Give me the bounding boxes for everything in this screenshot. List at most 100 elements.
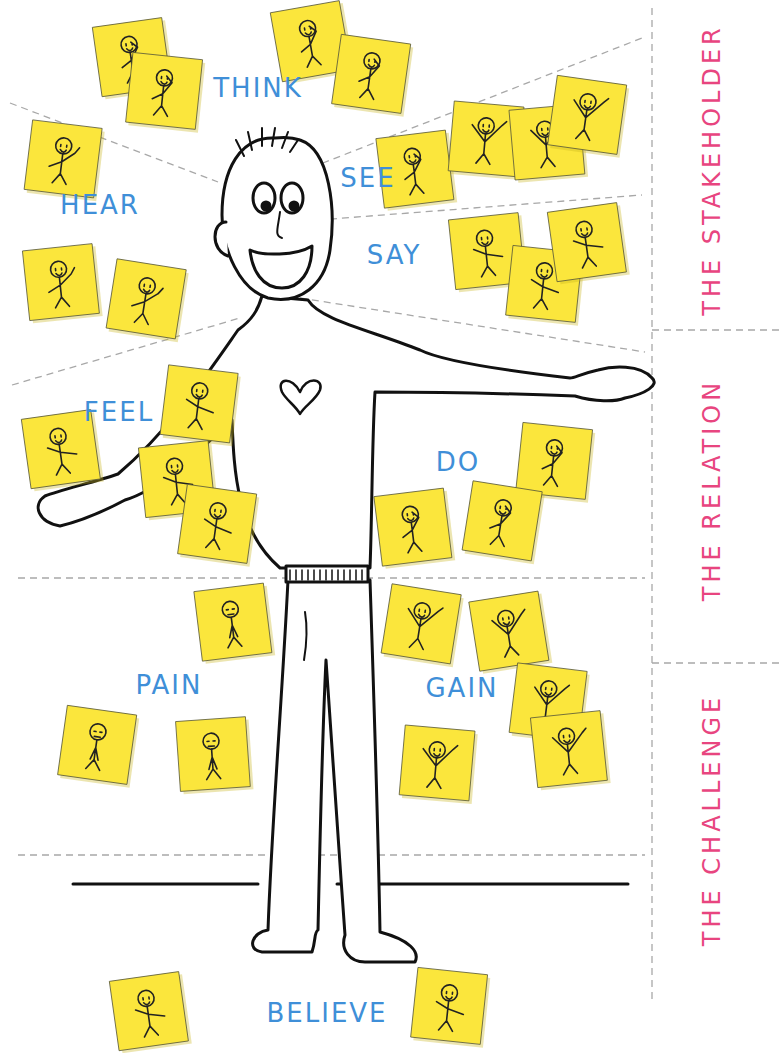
doodle-body	[469, 119, 507, 166]
note-paper	[411, 967, 488, 1044]
doodle-body	[487, 504, 511, 546]
doodle-head	[202, 733, 219, 750]
note-doodle	[401, 147, 424, 195]
sticky-note	[24, 120, 105, 201]
doodle-body	[204, 741, 221, 780]
note-doodle	[420, 741, 458, 790]
note-doodle	[47, 136, 80, 185]
note-paper	[176, 717, 251, 792]
note-paper	[58, 705, 137, 784]
doodle-body	[402, 153, 425, 195]
note-paper	[109, 972, 188, 1051]
note-paper	[381, 584, 461, 664]
section-label: BELIEVE	[266, 1000, 387, 1026]
section-label: SEE	[340, 165, 395, 191]
sticky-note	[176, 717, 254, 795]
eye	[281, 183, 303, 213]
doodle-body	[134, 995, 167, 1038]
section-label: FEEL	[84, 399, 154, 425]
sticky-note	[160, 365, 241, 446]
note-doodle	[402, 601, 443, 652]
ground-line	[73, 883, 258, 886]
doodle-body	[541, 445, 563, 487]
section-label: SAY	[367, 242, 422, 268]
doodle-body	[434, 991, 466, 1033]
ear	[215, 222, 228, 256]
column-divider	[651, 8, 652, 1000]
note-doodle	[202, 733, 221, 780]
doodle-body	[297, 25, 322, 68]
sticky-note	[530, 710, 610, 790]
sticky-note	[381, 584, 465, 668]
belt-texture	[290, 570, 362, 580]
head	[222, 137, 332, 299]
sticky-notes	[21, 0, 629, 1053]
doodle-body	[569, 94, 609, 142]
note-doodle	[296, 19, 322, 67]
note-doodle	[571, 219, 605, 268]
section-dividers	[10, 8, 779, 1000]
note-paper	[332, 34, 411, 113]
nose	[277, 212, 282, 238]
note-paper	[126, 52, 203, 129]
note-paper	[178, 484, 257, 563]
doodle-body	[223, 608, 242, 647]
doodle-body	[129, 283, 163, 326]
leg-crease	[304, 612, 307, 660]
hair	[236, 128, 298, 156]
sticky-note	[469, 591, 553, 675]
note-doodle	[129, 276, 164, 326]
section-label: HEAR	[60, 192, 140, 218]
note-doodle	[46, 260, 79, 309]
note-doodle	[434, 984, 467, 1033]
sticky-note	[547, 202, 629, 284]
note-doodle	[85, 723, 107, 771]
column-divider	[652, 662, 779, 663]
column-heading: THE CHALLENGE	[700, 694, 724, 946]
note-paper	[516, 422, 593, 499]
doodle-body	[400, 511, 423, 553]
note-paper	[469, 591, 549, 671]
sticky-note	[125, 52, 205, 132]
heart-symbol	[281, 381, 321, 415]
sticky-note	[57, 705, 139, 787]
doodle-body	[402, 603, 442, 652]
note-paper	[160, 365, 238, 443]
note-doodle	[201, 501, 235, 550]
sticky-note	[462, 481, 546, 565]
doodle-body	[46, 433, 79, 476]
note-paper	[462, 481, 542, 561]
note-paper	[24, 120, 102, 198]
doodle-body	[357, 57, 380, 99]
note-paper	[530, 711, 607, 788]
note-doodle	[151, 69, 174, 117]
note-paper	[374, 488, 452, 566]
sticky-note	[374, 488, 455, 569]
section-label: PAIN	[136, 672, 203, 698]
doodle-body	[473, 236, 505, 278]
note-doodle	[399, 505, 422, 553]
note-paper	[194, 583, 272, 661]
doodle-body	[47, 267, 79, 309]
note-paper	[547, 203, 626, 282]
stakeholder-figure	[38, 128, 654, 962]
doodle-body	[151, 75, 173, 117]
note-paper	[106, 259, 186, 339]
sticky-note	[547, 75, 629, 157]
note-doodle	[469, 117, 507, 166]
note-paper	[22, 244, 99, 321]
doodle-body	[572, 226, 605, 269]
doodle-head	[89, 723, 107, 741]
doodle-body	[552, 728, 590, 775]
note-doodle	[541, 439, 564, 487]
section-label: DO	[436, 449, 481, 475]
note-doodle	[552, 726, 591, 775]
sticky-note	[22, 243, 102, 323]
note-paper	[548, 75, 627, 154]
note-doodle	[357, 52, 381, 100]
column-heading: THE RELATION	[700, 379, 724, 601]
note-doodle	[221, 600, 242, 648]
doodle-body	[420, 743, 458, 790]
note-doodle	[133, 988, 167, 1037]
